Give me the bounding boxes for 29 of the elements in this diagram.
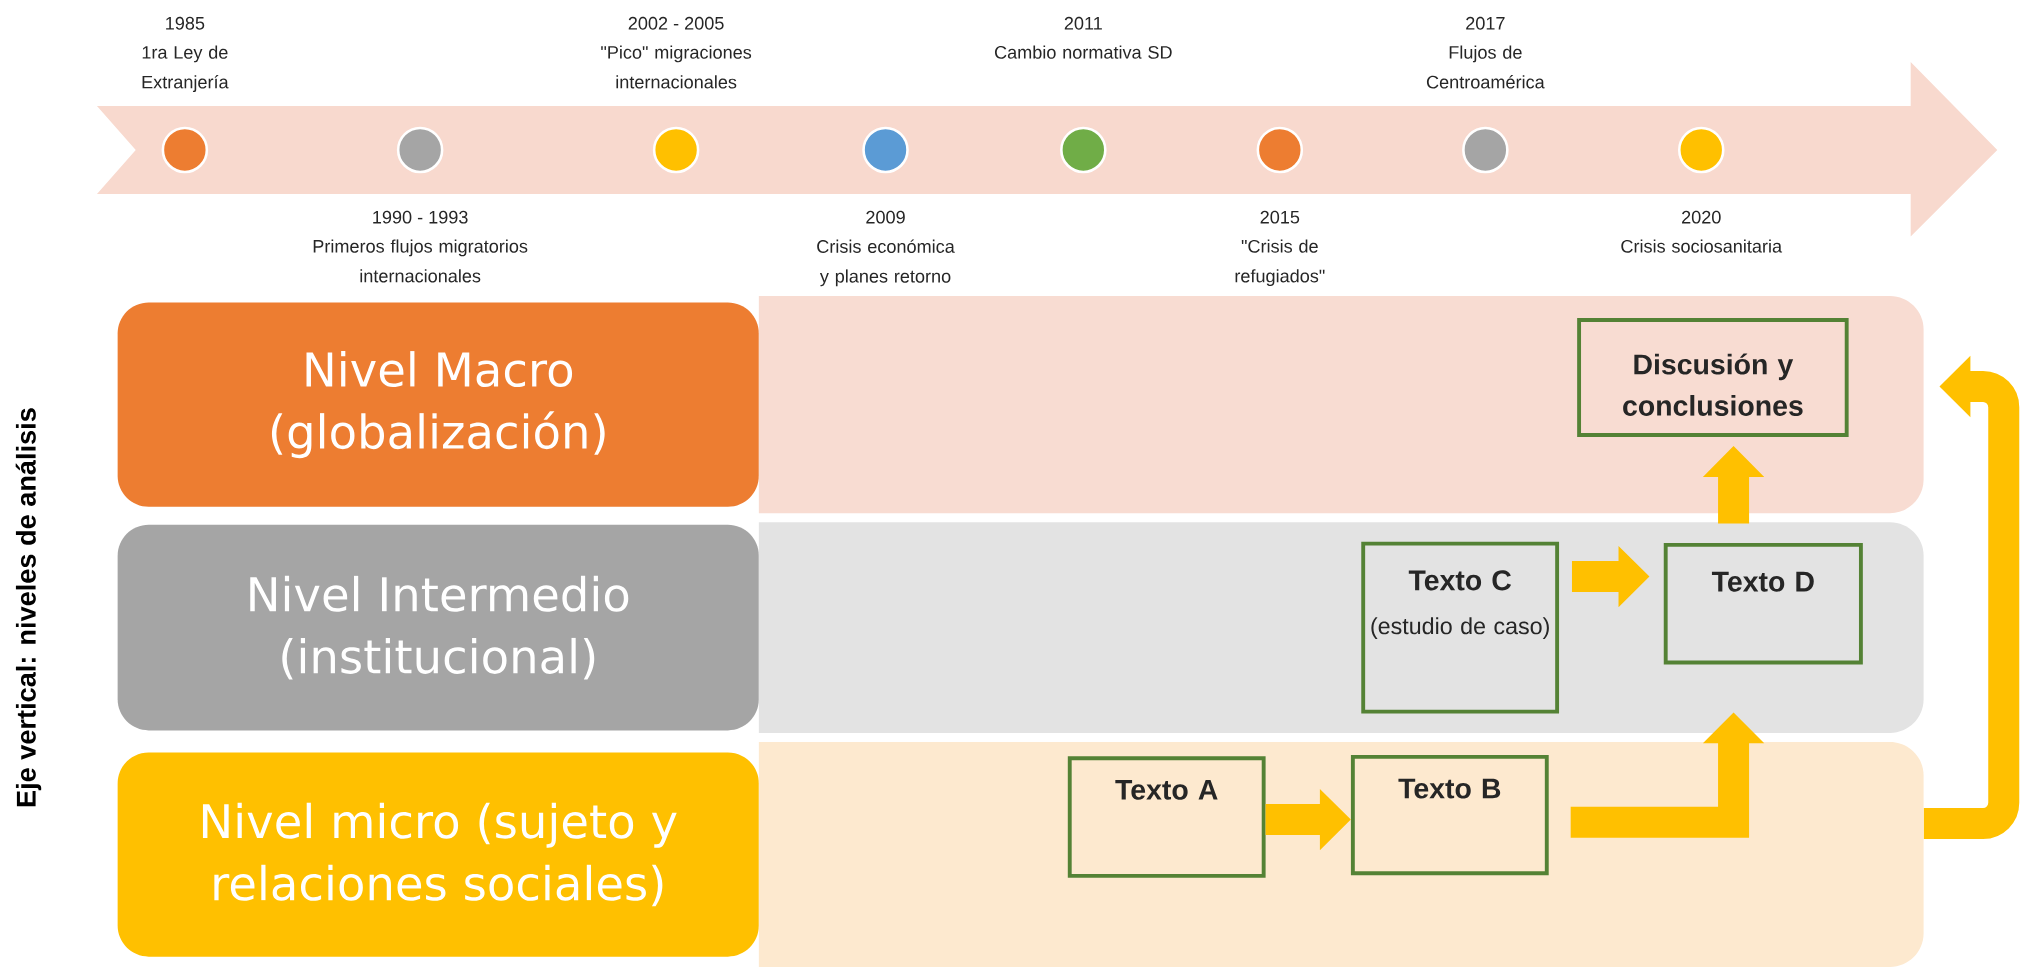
year-label: 2020	[1682, 210, 1721, 224]
year-label: 2009	[866, 210, 905, 224]
event-label: Crisis sociosanitaria	[1621, 239, 1783, 253]
timeline-arrow	[96, 61, 1998, 237]
year-label: 2011	[1064, 16, 1102, 30]
text-box: Texto D	[1663, 542, 1863, 665]
event-label: Crisis económica y planes retorno	[817, 239, 955, 287]
text-box: Texto A	[1067, 756, 1266, 878]
level-box: Nivel micro (sujeto y relaciones sociales)	[117, 752, 759, 957]
year-label: 1985	[166, 16, 205, 30]
level-band	[758, 522, 1924, 733]
event-label: 1ra Ley de Extranjería	[142, 45, 229, 92]
text-box: Texto B	[1350, 754, 1549, 876]
event-label: "Crisis de refugiados"	[1235, 239, 1325, 286]
year-label: 2017	[1466, 16, 1505, 30]
level-box: Nivel Macro (globalización)	[117, 302, 759, 507]
event-label: Cambio normativa SD	[994, 45, 1172, 59]
axis-title: Eje vertical: niveles de análisis	[15, 408, 42, 807]
event-label: "Pico" migraciones internacionales	[601, 45, 752, 89]
event-label: Primeros flujos migratorios internacionales	[313, 239, 528, 283]
level-box: Nivel Intermedio (institucional)	[117, 524, 759, 731]
year-label: 2015	[1260, 210, 1300, 224]
year-label: 1990 - 1993	[373, 210, 468, 224]
event-label: Flujos de Centroamérica	[1426, 45, 1545, 89]
text-box: Discusión y conclusiones	[1577, 317, 1849, 437]
level-band	[758, 741, 1924, 967]
level-band	[758, 295, 1924, 514]
year-label: 2002 - 2005	[628, 16, 724, 30]
text-box: Texto C (estudio de caso)	[1361, 541, 1560, 714]
